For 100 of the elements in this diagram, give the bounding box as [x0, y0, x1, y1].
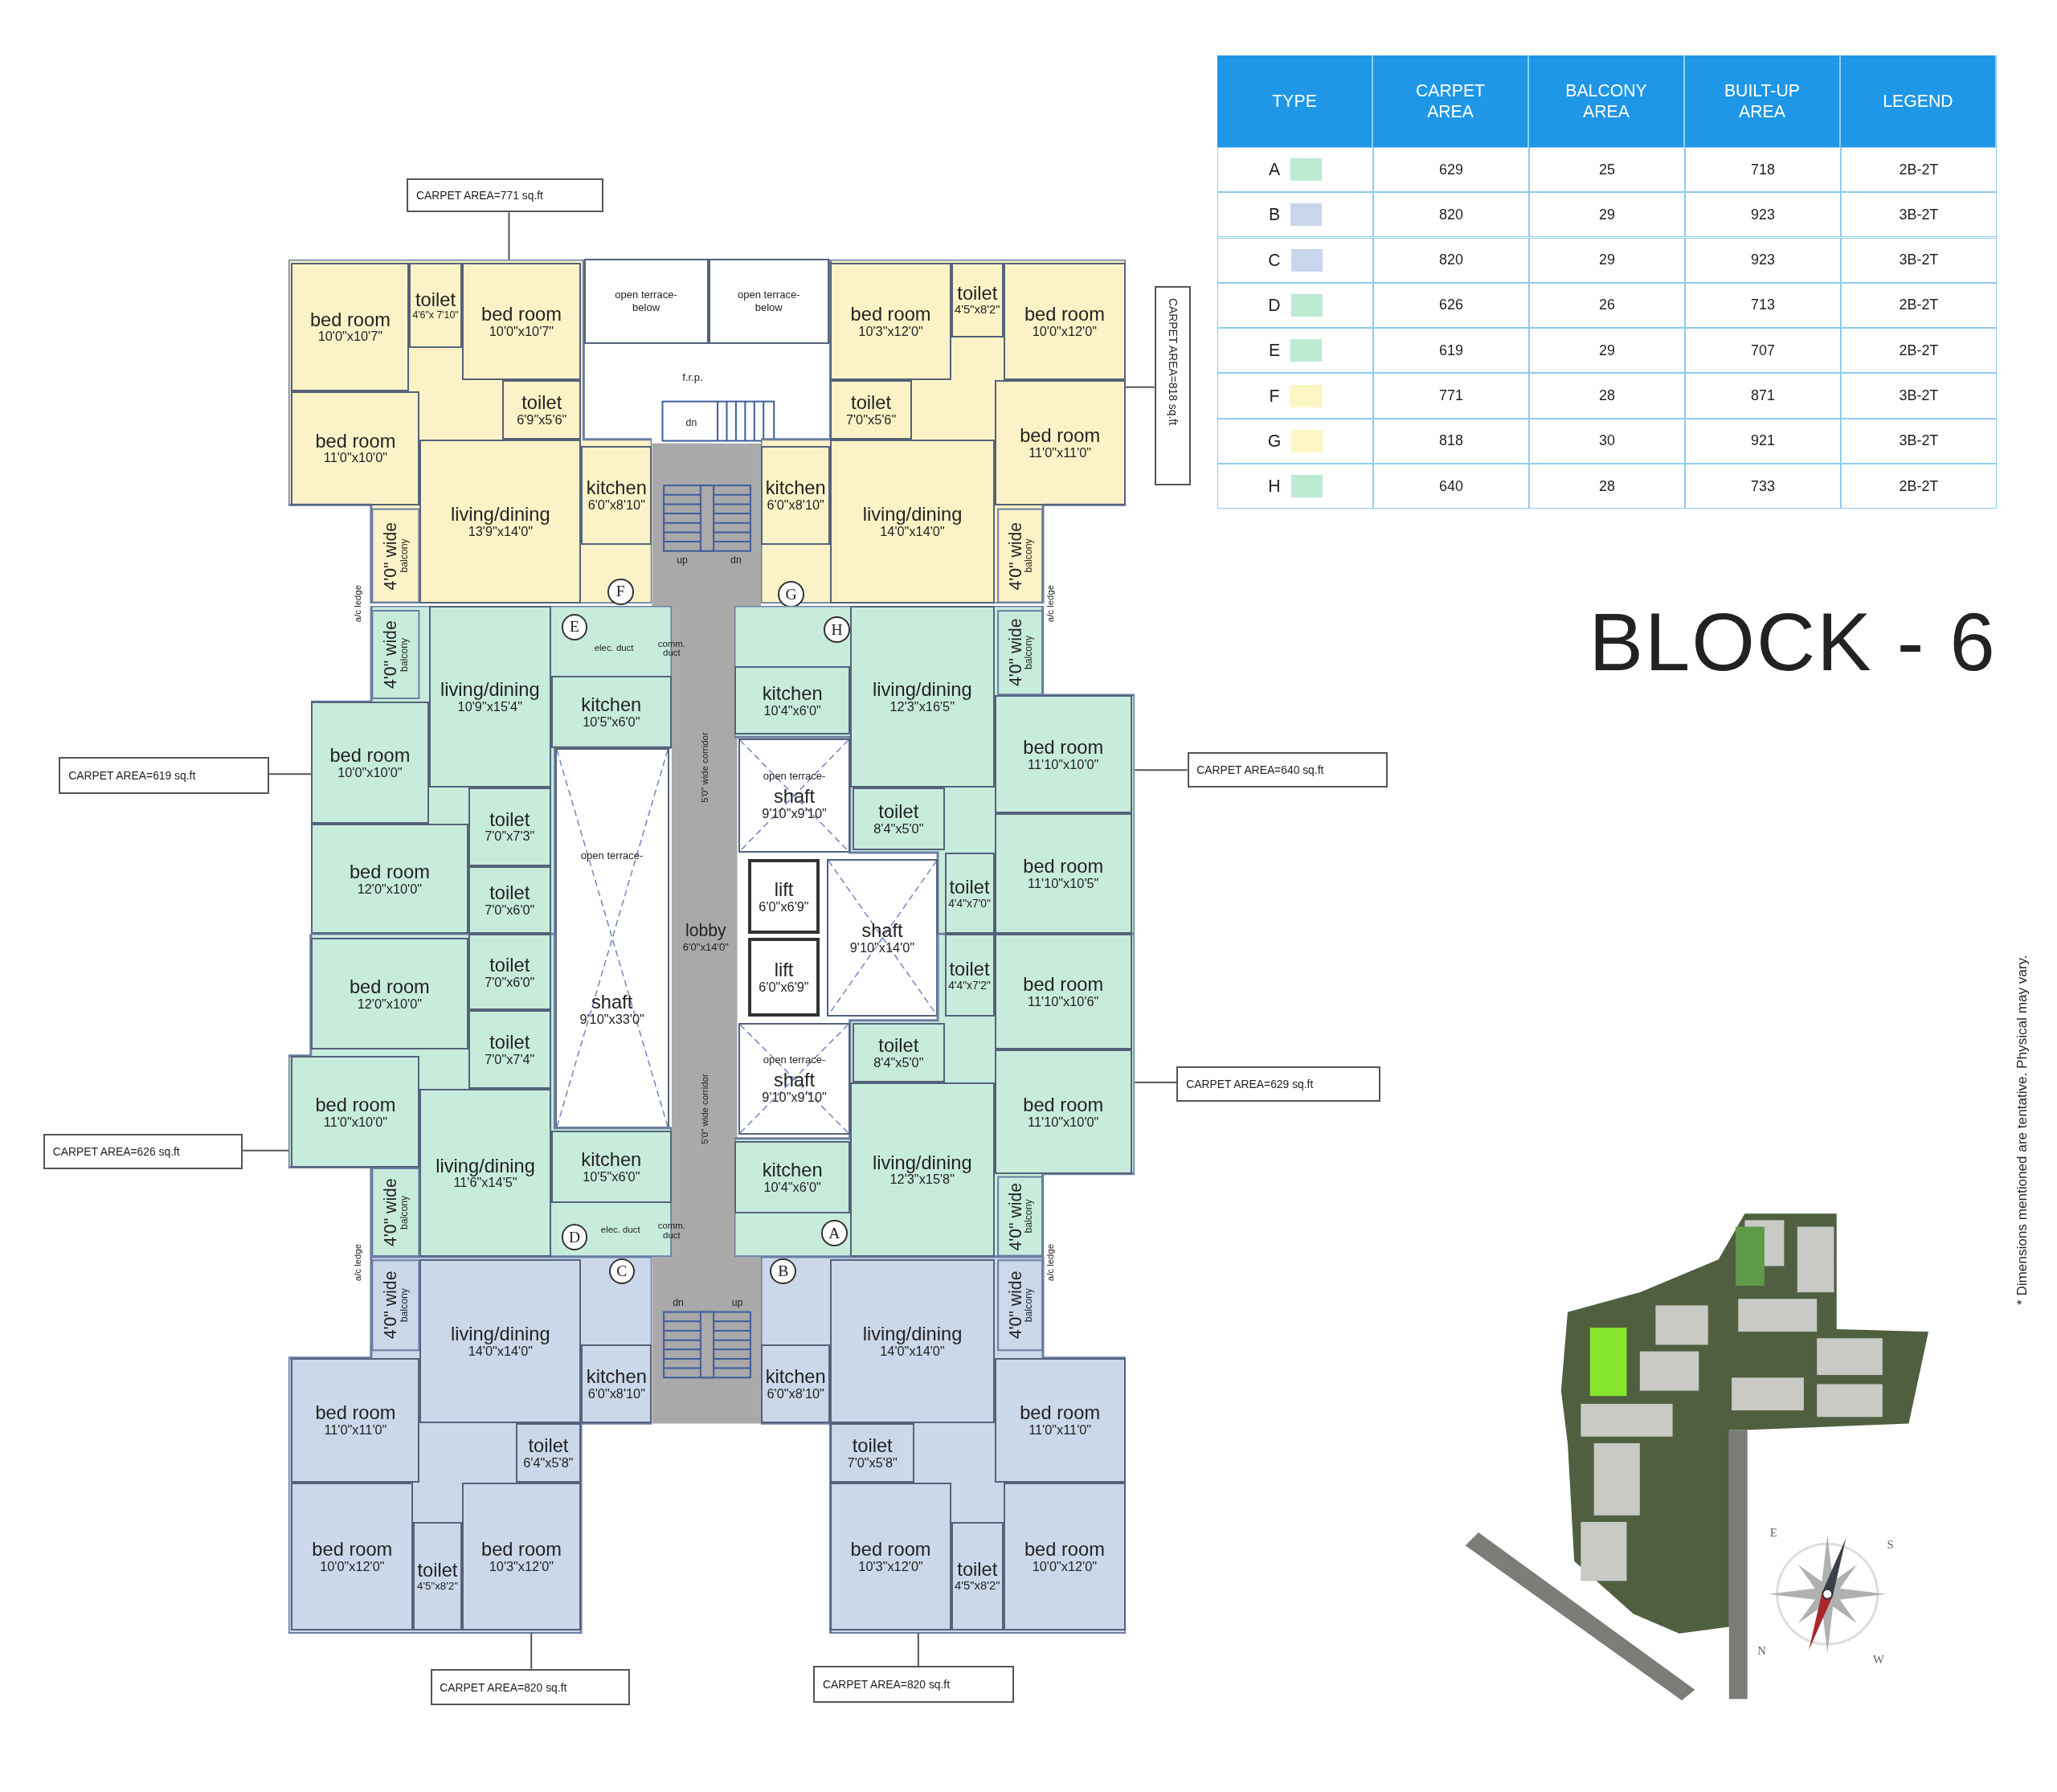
- table-cell: 2B-2T: [1840, 146, 1997, 193]
- room-name: bed room: [1024, 1540, 1105, 1560]
- room-dimensions: 9'10"x9'10": [762, 807, 827, 821]
- room-name: kitchen: [762, 683, 823, 704]
- room-dimensions: 9'10"x9'10": [762, 1090, 827, 1104]
- room-dimensions: 10'3"x12'0": [858, 324, 923, 338]
- compass-direction-label: N: [1757, 1644, 1766, 1657]
- room-name: kitchen: [581, 1150, 642, 1171]
- table-cell: 923: [1684, 192, 1841, 238]
- room-name: bed room: [349, 861, 430, 882]
- balcony-area: [371, 509, 420, 603]
- column-header: BALCONY AREA: [1529, 55, 1685, 147]
- room-dimensions: 10'0"x12'0": [1032, 324, 1098, 338]
- room-dimensions: 11'6"x14'5": [453, 1176, 517, 1190]
- room-dimensions: 11'0"x11'0": [324, 1423, 387, 1438]
- legend-label: G: [1267, 431, 1282, 451]
- balcony-label: balcony: [399, 1195, 409, 1229]
- balcony-width: 4'0" wide: [1006, 1182, 1024, 1251]
- leader-line: [530, 1632, 533, 1670]
- room-dimensions: 10'9"x15'4": [457, 699, 522, 714]
- room-name: bed room: [1020, 1403, 1101, 1424]
- callout-box: CARPET AREA=619 sq.ft: [59, 757, 269, 794]
- room-area: [951, 262, 1004, 338]
- room-name: shaft: [591, 992, 633, 1013]
- room-dimensions: 7'0"x7'4": [485, 1052, 535, 1067]
- table-cell: 923: [1684, 237, 1841, 283]
- room-dimensions: 4'6"x 7'10": [412, 309, 459, 321]
- room-name: bed room: [481, 304, 562, 325]
- room-dimensions: 4'4"x7'0": [948, 898, 991, 910]
- shaft-area: [826, 859, 939, 1017]
- room-area: [760, 1344, 831, 1424]
- balcony-width: 4'0" wide: [1006, 522, 1024, 591]
- room-dimensions: 10'4"x6'0": [763, 703, 821, 718]
- room-area: [428, 606, 551, 788]
- room-name: toilet: [417, 1561, 458, 1581]
- legend-label: H: [1268, 477, 1281, 497]
- ledge-label: a/c ledge: [1046, 1243, 1056, 1281]
- balcony-label: balcony: [1023, 636, 1034, 670]
- table-cell: 640: [1373, 464, 1529, 509]
- legend-label: B: [1268, 205, 1281, 225]
- room-area: [409, 262, 462, 348]
- room-name: toilet: [852, 1436, 893, 1456]
- leader-line: [508, 211, 510, 261]
- balcony-width: 4'0" wide: [1006, 618, 1024, 687]
- room-area: [468, 787, 551, 866]
- room-name: living/dining: [862, 504, 963, 525]
- duct-label: elec. duct: [594, 643, 634, 653]
- room-area: [853, 1023, 945, 1082]
- room-name: toilet: [489, 809, 530, 830]
- table-cell: 820: [1373, 237, 1529, 283]
- room-area: [291, 1357, 420, 1483]
- legend-label: A: [1268, 160, 1281, 179]
- room-name: kitchen: [581, 694, 642, 715]
- room-dimensions: 11'0"x10'0": [323, 451, 387, 465]
- column-header: BUILT-UP AREA: [1684, 55, 1841, 147]
- table-cell: 30: [1529, 418, 1685, 464]
- ledge-label: a/c ledge: [1046, 584, 1056, 623]
- area-note: open terrace-: [580, 849, 644, 861]
- table-cell: 3B-2T: [1840, 373, 1997, 419]
- compass-direction-label: E: [1769, 1526, 1777, 1539]
- room-dimensions: 10'4"x6'0": [763, 1180, 821, 1195]
- room-area: [468, 1010, 551, 1090]
- room-dimensions: 10'3"x12'0": [489, 1560, 554, 1574]
- room-name: shaft: [861, 921, 903, 942]
- table-cell: 707: [1684, 328, 1841, 374]
- corridor-label: 5'0" wide corridor: [701, 732, 711, 803]
- room-dimensions: 8'4"x5'0": [873, 1056, 924, 1070]
- room-name: lift: [774, 879, 794, 900]
- room-dimensions: 11'10"x10'6": [1028, 995, 1099, 1009]
- room-name: bed room: [312, 1540, 393, 1560]
- room-dimensions: 12'3"x15'8": [889, 1172, 955, 1187]
- table-cell: 29: [1529, 192, 1685, 238]
- room-name: toilet: [521, 393, 562, 414]
- balcony-width: 4'0" wide: [1006, 1271, 1024, 1340]
- room-area: [830, 1482, 951, 1631]
- callout-box: CARPET AREA=820 sq.ft: [813, 1666, 1014, 1704]
- balcony-area: [996, 1259, 1043, 1352]
- table-cell: 626: [1373, 282, 1529, 329]
- balcony-area: [996, 509, 1043, 603]
- room-dimensions: 6'0"x8'10": [767, 1387, 824, 1401]
- table-cell: 733: [1684, 464, 1841, 509]
- room-area: [760, 446, 831, 545]
- legend-label: F: [1269, 386, 1280, 406]
- leader-line: [268, 773, 312, 775]
- room-area: [734, 666, 850, 735]
- balcony-area: [371, 1259, 420, 1352]
- room-name: bed room: [481, 1540, 562, 1560]
- stair-direction-label: up: [731, 1298, 743, 1308]
- room-area: [291, 262, 410, 391]
- column-header: TYPE: [1217, 55, 1374, 147]
- room-dimensions: 6'0"x8'10": [587, 1387, 645, 1401]
- balcony-label: balcony: [1023, 539, 1034, 574]
- room-dimensions: 10'0"x10'7": [489, 324, 554, 338]
- room-name: toilet: [489, 1033, 530, 1053]
- room-area: [310, 938, 468, 1050]
- room-area: [944, 934, 995, 1017]
- room-area: [310, 702, 429, 824]
- table-cell: 818: [1373, 418, 1529, 464]
- room-name: bed room: [1024, 304, 1105, 325]
- room-name: toilet: [528, 1436, 569, 1456]
